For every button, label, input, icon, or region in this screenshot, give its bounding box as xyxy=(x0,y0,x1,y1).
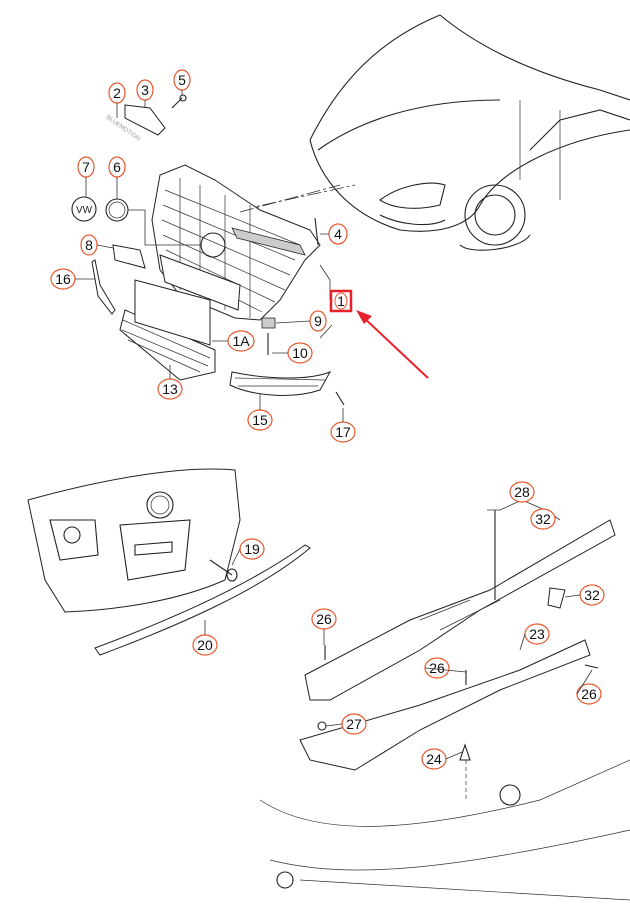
svg-text:16: 16 xyxy=(55,271,71,287)
svg-text:24: 24 xyxy=(426,751,442,767)
svg-text:19: 19 xyxy=(244,541,260,557)
callout-7[interactable]: 7 xyxy=(77,156,95,178)
callout-23[interactable]: 23 xyxy=(524,623,550,645)
svg-text:26: 26 xyxy=(581,686,597,702)
callouts-bottom: 28 32 19 32 20 26 23 26 26 27 24 xyxy=(192,481,605,770)
svg-text:27: 27 xyxy=(346,716,362,732)
svg-text:8: 8 xyxy=(85,237,93,253)
svg-text:1A: 1A xyxy=(232,333,250,349)
svg-text:26: 26 xyxy=(429,660,445,676)
callout-28[interactable]: 28 xyxy=(509,481,535,503)
svg-text:VW: VW xyxy=(76,205,93,216)
svg-text:4: 4 xyxy=(334,226,342,242)
callout-20[interactable]: 20 xyxy=(192,634,218,656)
svg-text:5: 5 xyxy=(178,72,186,88)
svg-text:6: 6 xyxy=(113,159,121,175)
car-front-illustration xyxy=(239,14,630,251)
callout-32b[interactable]: 32 xyxy=(579,584,605,606)
callout-1A[interactable]: 1A xyxy=(227,330,255,352)
callout-8[interactable]: 8 xyxy=(80,234,98,256)
svg-text:28: 28 xyxy=(514,484,530,500)
svg-text:15: 15 xyxy=(252,412,268,428)
svg-text:10: 10 xyxy=(292,345,308,361)
svg-text:1: 1 xyxy=(337,293,345,309)
callout-2[interactable]: 2 xyxy=(108,82,126,104)
callout-19[interactable]: 19 xyxy=(239,538,265,560)
callout-17[interactable]: 17 xyxy=(330,421,356,443)
callout-15[interactable]: 15 xyxy=(247,409,273,431)
small-parts-top: BLUEMOTION VW xyxy=(71,94,345,406)
svg-text:13: 13 xyxy=(162,381,178,397)
callout-26c[interactable]: 26 xyxy=(576,683,602,705)
callout-4[interactable]: 4 xyxy=(328,223,348,245)
tailgate-illustration xyxy=(27,468,311,656)
callout-27[interactable]: 27 xyxy=(341,713,367,735)
svg-text:17: 17 xyxy=(335,424,351,440)
callouts-top: 2 3 5 7 6 4 8 16 1 9 1A 10 13 15 17 xyxy=(50,69,356,443)
callout-3[interactable]: 3 xyxy=(136,79,154,101)
callout-6[interactable]: 6 xyxy=(108,156,126,178)
svg-text:3: 3 xyxy=(141,82,149,98)
callout-24[interactable]: 24 xyxy=(421,748,447,770)
leader-lines xyxy=(75,90,593,760)
svg-text:26: 26 xyxy=(316,611,332,627)
radiator-grille-illustration xyxy=(151,164,341,321)
callout-9[interactable]: 9 xyxy=(309,310,327,332)
bumper-bracket-illustration xyxy=(259,499,630,901)
callout-13[interactable]: 13 xyxy=(157,378,183,400)
svg-text:32: 32 xyxy=(584,587,600,603)
svg-text:9: 9 xyxy=(314,313,322,329)
highlight-arrow xyxy=(356,310,429,379)
callout-16[interactable]: 16 xyxy=(50,268,76,290)
svg-text:32: 32 xyxy=(535,511,551,527)
svg-text:7: 7 xyxy=(82,159,90,175)
callout-32[interactable]: 32 xyxy=(530,508,556,530)
svg-text:2: 2 xyxy=(113,85,121,101)
svg-text:23: 23 xyxy=(529,626,545,642)
callout-26[interactable]: 26 xyxy=(311,608,337,630)
callout-1-highlighted[interactable]: 1 xyxy=(329,289,353,313)
svg-text:20: 20 xyxy=(197,637,213,653)
callout-5[interactable]: 5 xyxy=(173,69,191,91)
callout-10[interactable]: 10 xyxy=(287,342,313,364)
